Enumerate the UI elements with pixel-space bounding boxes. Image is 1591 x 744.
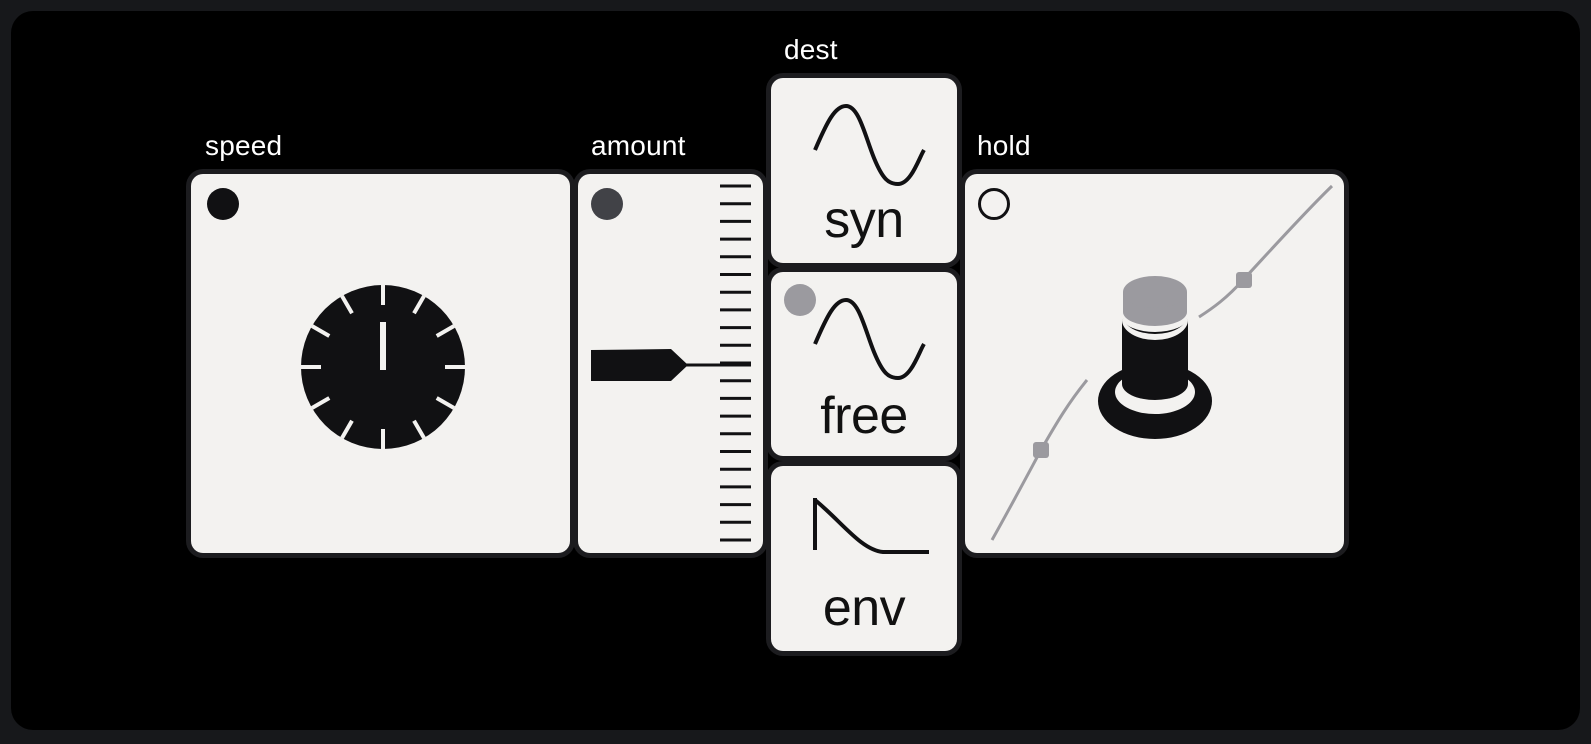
modulation-panel: speed amount dest hold syn free: [11, 11, 1580, 730]
dial-tick: [310, 396, 331, 410]
push-button-icon[interactable]: [965, 174, 1344, 553]
hold-label: hold: [977, 130, 1031, 161]
envelope-decay-icon: [813, 498, 929, 554]
pointer-arrow-icon[interactable]: [578, 174, 763, 553]
dial-tick: [412, 294, 426, 315]
hold-control[interactable]: [965, 174, 1344, 553]
dest-option-label: env: [822, 579, 906, 637]
dial-tick: [435, 324, 456, 338]
dial-tick: [310, 324, 331, 338]
amount-label: amount: [591, 130, 686, 161]
dest-option-env[interactable]: env: [771, 466, 957, 651]
amount-indicator-dot: [591, 188, 623, 220]
dial-tick: [435, 396, 456, 410]
dial-tick: [412, 419, 426, 440]
sine-wave-icon: [813, 103, 926, 187]
amount-control[interactable]: [578, 174, 763, 553]
speed-label: speed: [205, 130, 283, 161]
speed-control[interactable]: [191, 174, 570, 553]
dest-option-label: free: [820, 387, 908, 445]
dial-tick: [340, 294, 354, 315]
dest-option-free[interactable]: free: [771, 272, 957, 456]
sine-wave-icon: [813, 297, 926, 381]
dial-tick: [340, 419, 354, 440]
dest-option-label: syn: [824, 191, 904, 249]
dest-label: dest: [784, 34, 838, 65]
curve-graph-icon: [990, 184, 1334, 541]
dest-option-syn[interactable]: syn: [771, 78, 957, 263]
speed-indicator-dot: [207, 188, 239, 220]
free-active-indicator-dot: [784, 284, 816, 316]
clock-dial-icon: [301, 285, 465, 449]
ruler-scale-icon: [686, 184, 751, 542]
hold-indicator-dot: [978, 188, 1010, 220]
